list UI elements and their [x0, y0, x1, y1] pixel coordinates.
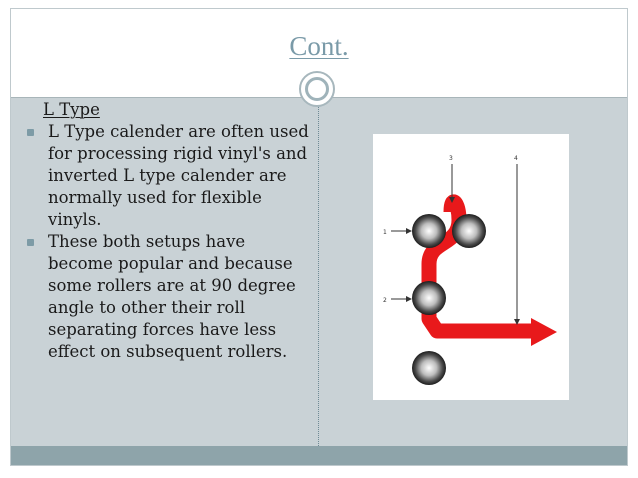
bullet-icon — [27, 129, 34, 136]
label-4: 4 — [514, 155, 518, 162]
l-type-calender-diagram: 1 2 3 4 — [373, 134, 569, 400]
slide: Cont. L Type L Type calender are often u… — [10, 8, 628, 466]
slide-title: Cont. — [289, 31, 349, 61]
circle-ornament-inner — [305, 77, 329, 101]
bullet-text: L Type calender are often used for proce… — [48, 122, 309, 229]
roller-3 — [412, 281, 446, 315]
text-column: L Type L Type calender are often used fo… — [25, 99, 310, 363]
label-1: 1 — [383, 229, 387, 236]
subheading: L Type — [43, 100, 100, 119]
bullet-item: These both setups have become popular an… — [25, 231, 310, 363]
bullet-item: L Type calender are often used for proce… — [25, 121, 310, 231]
bullet-icon — [27, 239, 34, 246]
label-3: 3 — [449, 155, 453, 162]
bullet-text: These both setups have become popular an… — [48, 232, 296, 361]
column-divider — [318, 101, 319, 446]
output-arrow-head — [531, 318, 557, 346]
footer-bar — [11, 446, 627, 465]
label-2: 2 — [383, 297, 387, 304]
roller-4 — [412, 351, 446, 385]
circle-ornament-icon — [299, 71, 335, 107]
roller-2 — [452, 214, 486, 248]
diagram-svg: 1 2 3 4 — [383, 155, 557, 385]
roller-1 — [412, 214, 446, 248]
